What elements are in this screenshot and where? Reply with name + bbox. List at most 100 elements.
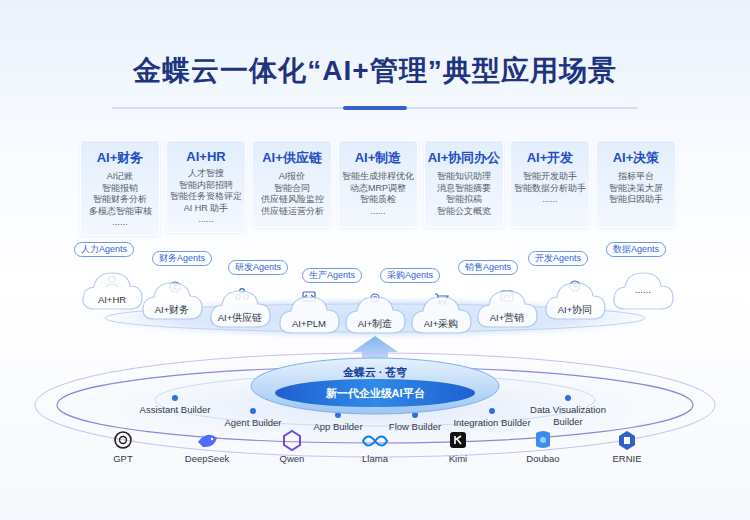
agent-label: 数据Agents xyxy=(613,244,659,254)
card-item: AI记账 xyxy=(83,171,157,183)
card-item: 智能归因助手 xyxy=(599,194,673,206)
card-item: AI报价 xyxy=(255,171,329,183)
cloud-label: AI+供应链 xyxy=(208,312,272,325)
cloud-label: AI+HR xyxy=(80,294,144,305)
card-item: 智能开发助手 xyxy=(513,171,587,183)
model-label: GPT xyxy=(113,453,133,464)
agent-label: 人力Agents xyxy=(81,244,127,254)
agent-tag: 人力Agents xyxy=(74,242,134,257)
agent-label: 生产Agents xyxy=(309,270,355,280)
card-item: ...... xyxy=(513,194,587,206)
agent-label: 开发Agents xyxy=(535,253,581,263)
agent-tag: 财务Agents xyxy=(152,251,212,266)
agent-tag: 研发Agents xyxy=(228,260,288,275)
scenario-card: AI+协同办公智能知识助理消息智能摘要智能拟稿智能公文概览 xyxy=(424,140,504,228)
builder-label: Data Visualization Builder xyxy=(523,404,613,428)
card-heading: AI+供应链 xyxy=(255,149,329,167)
card-item: 智能数据分析助手 xyxy=(513,183,587,195)
card-item: 多模态智能审核 xyxy=(83,206,157,218)
platform-disk: 金蝶云 · 苍穹新一代企业级AI平台 xyxy=(250,357,500,415)
card-heading: AI+财务 xyxy=(83,149,157,167)
cloud-node: AI+HR xyxy=(80,268,144,312)
cloud-label: AI+协同 xyxy=(543,304,607,317)
cloud-shape xyxy=(409,292,473,336)
cloud-shape xyxy=(343,292,407,336)
model-label: Llama xyxy=(362,453,388,464)
scenario-card: AI+供应链 AI报价智能合同供应链风险监控供应链运营分析 xyxy=(252,140,332,228)
card-item: 智能公文概览 xyxy=(427,206,501,218)
platform-subtitle: 新一代企业级AI平台 xyxy=(250,386,500,401)
cloud-label: AI+财务 xyxy=(140,304,204,317)
cloud-shape xyxy=(543,278,607,322)
cloud-node: AI+制造 xyxy=(343,292,407,336)
cloud-node: AI+协同 xyxy=(543,278,607,322)
card-item: 智能任务资格评定 xyxy=(169,191,243,203)
cloud-label: AI+营销 xyxy=(475,312,539,325)
cloud-label: ...... xyxy=(611,284,675,295)
card-item: ...... xyxy=(83,217,157,229)
agent-label: 研发Agents xyxy=(235,262,281,272)
builder-label: Agent Builder xyxy=(224,417,281,428)
platform-name: 金蝶云 · 苍穹 xyxy=(250,365,500,380)
card-item: 智能知识助理 xyxy=(427,171,501,183)
card-item: 动态MRP调整 xyxy=(341,183,415,195)
scenario-card: AI+开发智能开发助手智能数据分析助手...... xyxy=(510,140,590,228)
agent-tag: 采购Agents xyxy=(380,268,440,283)
card-item: 智能拟稿 xyxy=(427,194,501,206)
card-item: ...... xyxy=(341,206,415,218)
card-item: 智能决策大屏 xyxy=(599,183,673,195)
scenario-card: AI+HR 人才智搜智能内部招聘智能任务资格评定AI HR 助手...... xyxy=(166,140,246,233)
card-item: 智能生成排程优化 xyxy=(341,171,415,183)
diagram-title: 金蝶云一体化“AI+管理”典型应用场景 xyxy=(0,52,750,90)
builder-label: Assistant Builder xyxy=(140,404,211,415)
agent-label: 销售Agents xyxy=(465,262,511,272)
cloud-shape xyxy=(208,286,272,330)
card-item: ...... xyxy=(169,214,243,226)
cloud-node: ...... xyxy=(611,268,675,312)
model-label: Kimi xyxy=(449,453,467,464)
card-item: 人才智搜 xyxy=(169,168,243,180)
card-item: 智能报销 xyxy=(83,183,157,195)
cloud-shape xyxy=(277,292,341,336)
cloud-node: AI+供应链 xyxy=(208,286,272,330)
cloud-node: AI+采购 xyxy=(409,292,473,336)
model-label: DeepSeek xyxy=(185,453,229,464)
cloud-shape xyxy=(80,268,144,312)
cloud-label: AI+制造 xyxy=(343,318,407,331)
scenario-card: AI+制造智能生成排程优化动态MRP调整智能质检...... xyxy=(338,140,418,228)
cloud-shape xyxy=(475,286,539,330)
model-label: Qwen xyxy=(280,453,305,464)
agent-label: 采购Agents xyxy=(387,270,433,280)
agent-tag: 生产Agents xyxy=(302,268,362,283)
card-heading: AI+制造 xyxy=(341,149,415,167)
card-item: 智能财务分析 xyxy=(83,194,157,206)
card-item: 智能合同 xyxy=(255,183,329,195)
card-heading: AI+HR xyxy=(169,149,243,164)
builder-label: App Builder xyxy=(313,421,362,432)
cloud-node: AI+财务 xyxy=(140,278,204,322)
cloud-label: AI+采购 xyxy=(409,318,473,331)
agent-label: 财务Agents xyxy=(159,253,205,263)
builder-label: Flow Builder xyxy=(389,421,441,432)
card-item: 供应链运营分析 xyxy=(255,206,329,218)
card-item: 供应链风险监控 xyxy=(255,194,329,206)
builder-label: Integration Builder xyxy=(453,417,530,428)
card-heading: AI+开发 xyxy=(513,149,587,167)
platform-shape xyxy=(250,357,500,415)
cloud-node: AI+营销 xyxy=(475,286,539,330)
scenario-card: AI+决策指标平台智能决策大屏智能归因助手 xyxy=(596,140,676,228)
card-item: 智能质检 xyxy=(341,194,415,206)
card-item: 指标平台 xyxy=(599,171,673,183)
agent-tag: 开发Agents xyxy=(528,251,588,266)
model-label: ERNIE xyxy=(612,453,641,464)
model-label: Doubao xyxy=(526,453,559,464)
cloud-node: AI+PLM xyxy=(277,292,341,336)
card-item: 消息智能摘要 xyxy=(427,183,501,195)
scenario-card: AI+财务 AI记账智能报销智能财务分析多模态智能审核...... xyxy=(80,140,160,236)
agent-tag: 数据Agents xyxy=(606,242,666,257)
card-item: AI HR 助手 xyxy=(169,203,243,215)
cloud-shape xyxy=(140,278,204,322)
agent-tag: 销售Agents xyxy=(458,260,518,275)
card-item: 智能内部招聘 xyxy=(169,180,243,192)
